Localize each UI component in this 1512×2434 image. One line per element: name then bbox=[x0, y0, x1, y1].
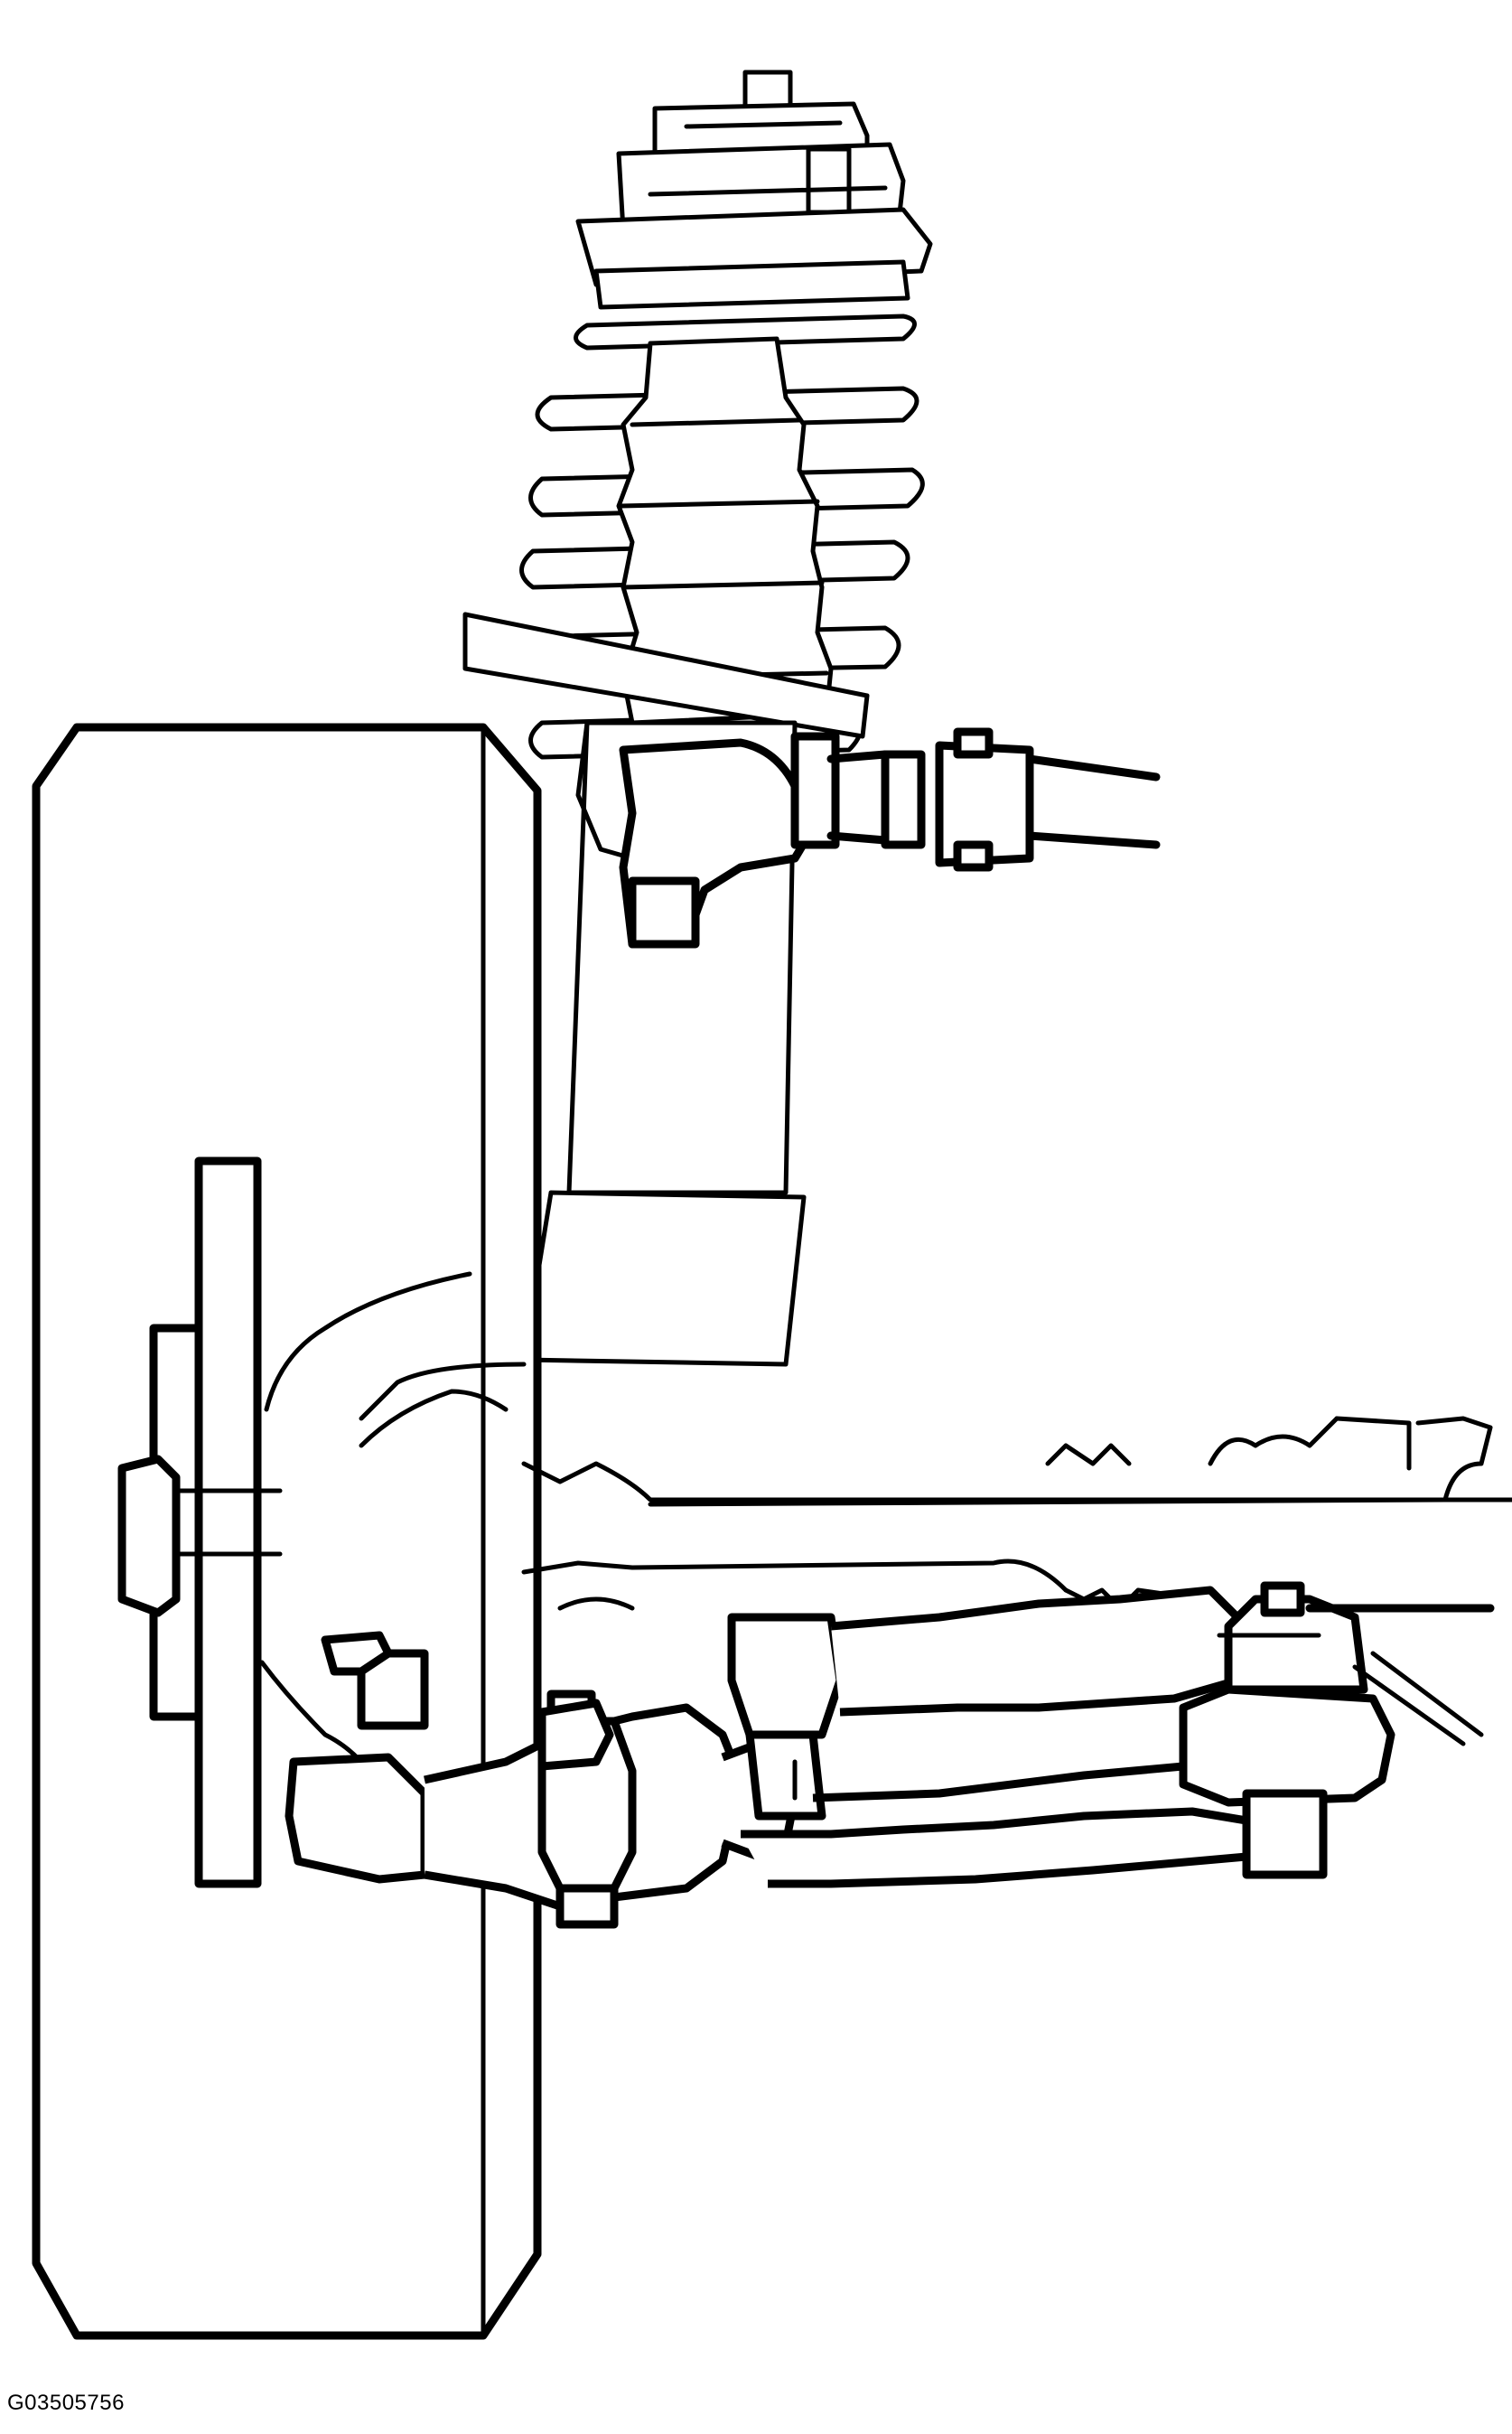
figure-id: G03505756 bbox=[7, 2391, 125, 2415]
lower-control-arm bbox=[285, 1581, 1495, 1929]
wheel-hub bbox=[117, 1156, 283, 1888]
lower-spring-seat bbox=[462, 612, 870, 739]
tire bbox=[32, 723, 542, 2340]
stabilizer-link bbox=[619, 727, 1161, 949]
upper-strut-mount bbox=[575, 70, 933, 310]
steering-knuckle bbox=[259, 1271, 1512, 1792]
knuckle-bolts bbox=[537, 1699, 614, 1771]
